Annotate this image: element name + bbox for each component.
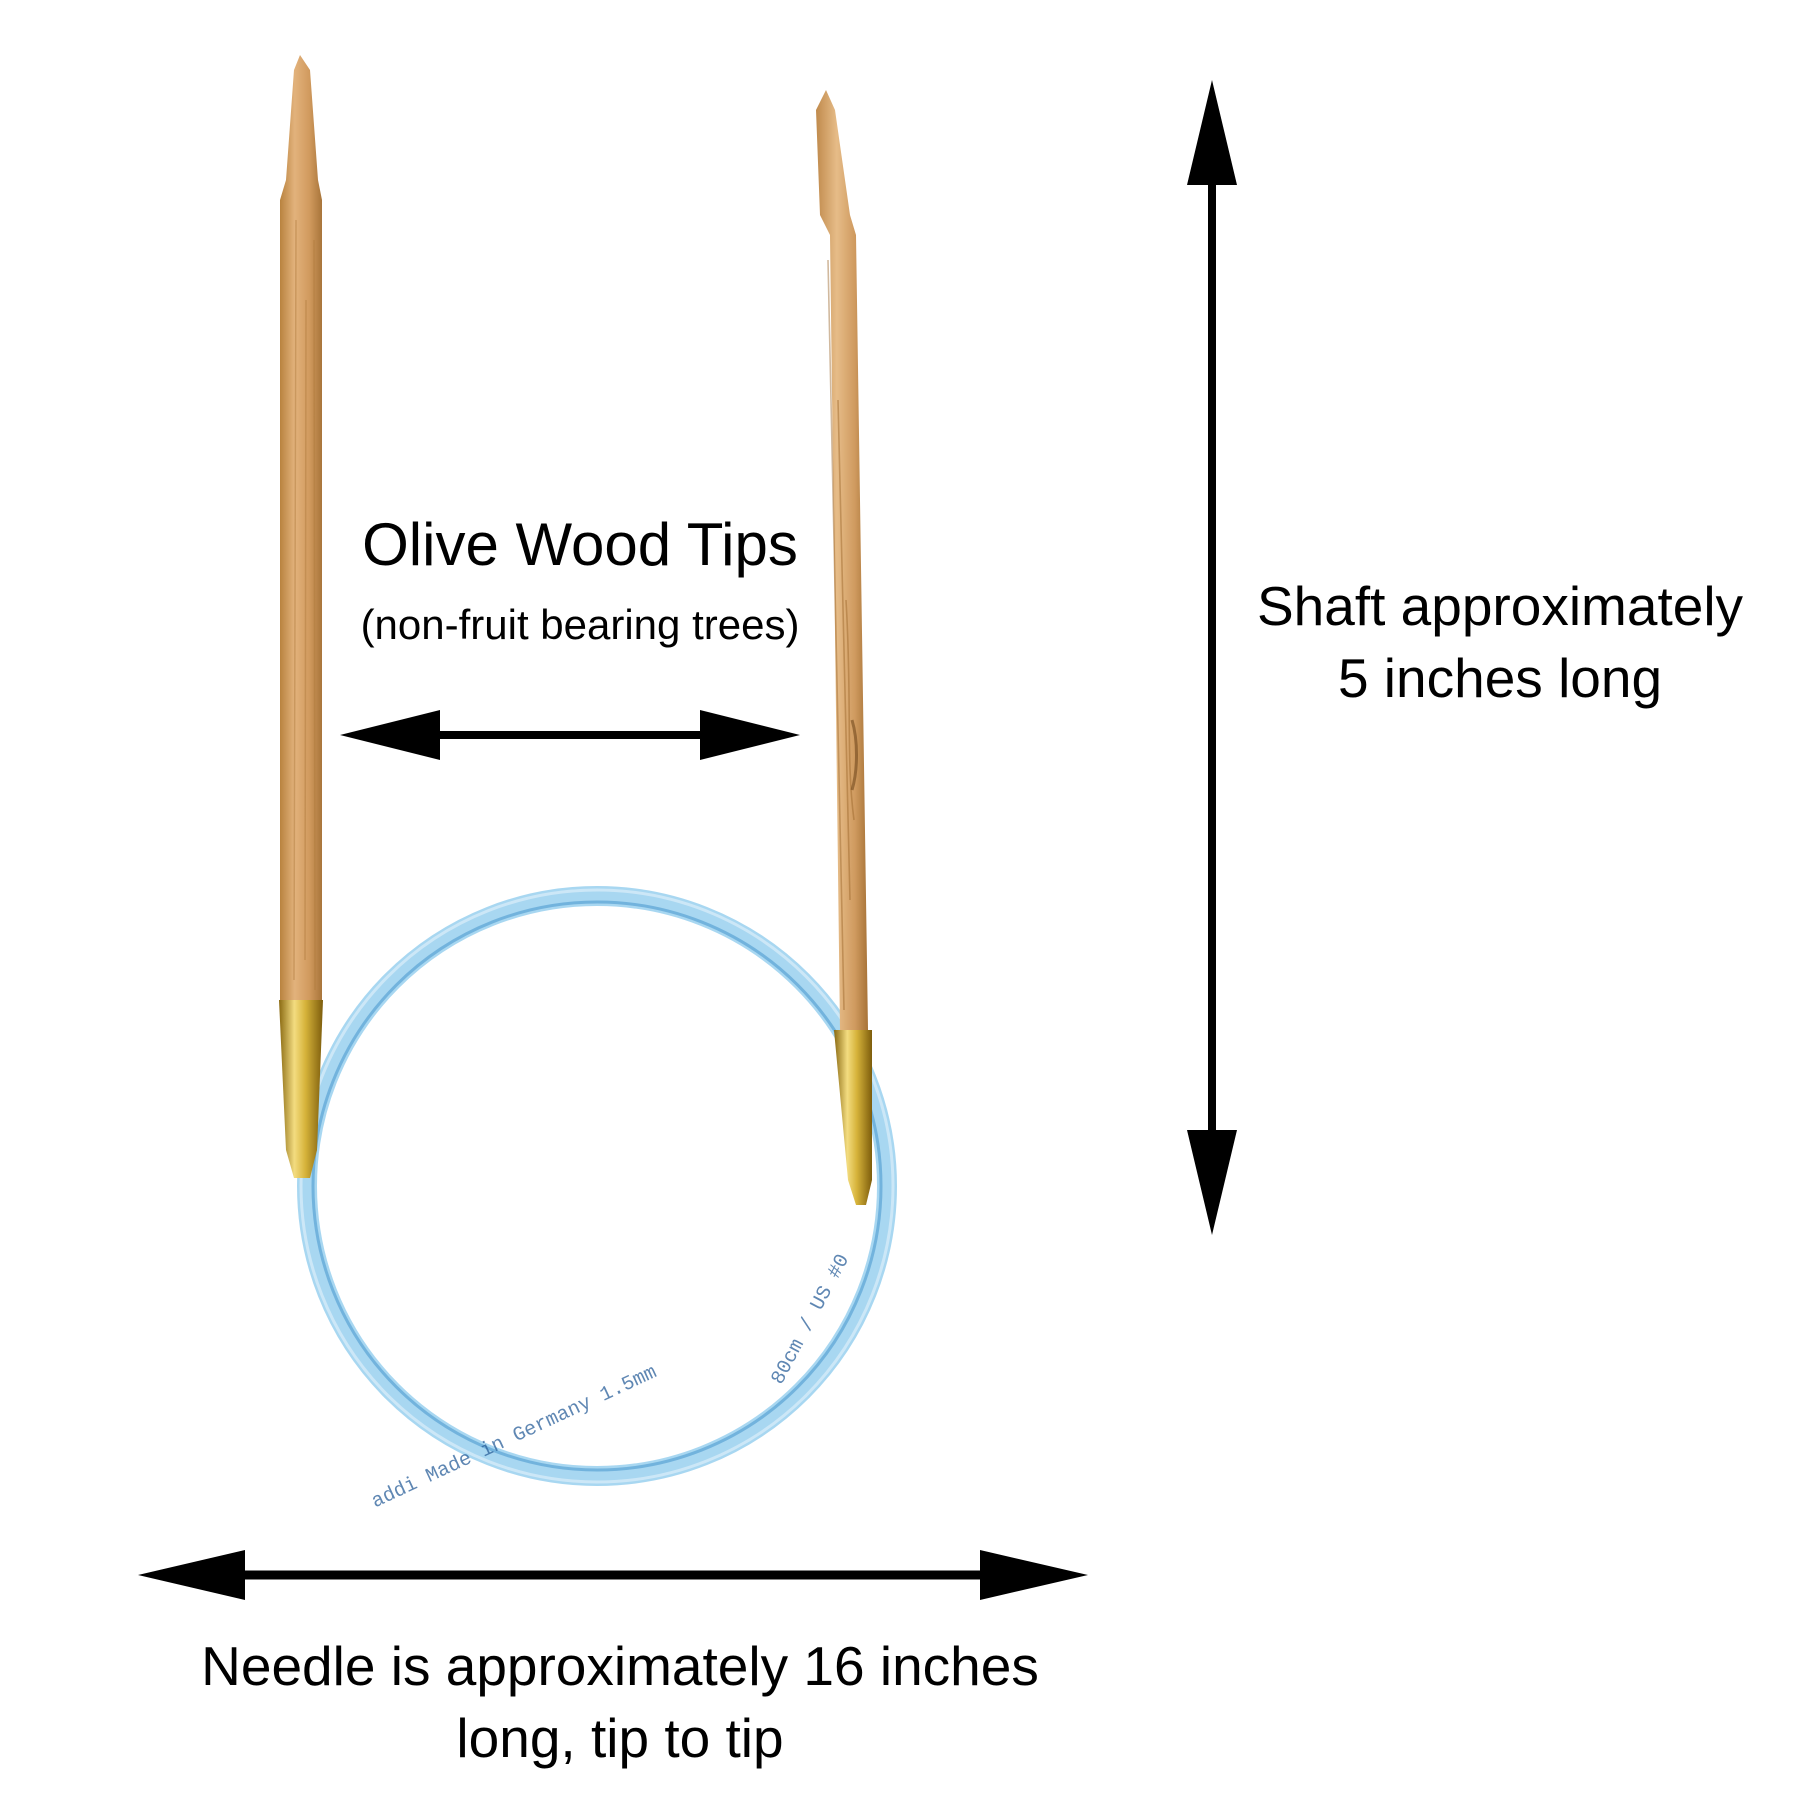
right-needle-brass-connector — [834, 1030, 872, 1205]
needle-arrow-left-head — [138, 1550, 245, 1600]
needle-label-line2: long, tip to tip — [456, 1707, 784, 1769]
tips-arrow-left-head — [340, 710, 440, 760]
needle-length-label: Needle is approximately 16 inches long, … — [100, 1630, 1140, 1774]
cable-loop-highlight — [311, 900, 883, 1472]
cable-loop-inner-edge — [299, 888, 895, 1484]
tips-arrow-right-head — [700, 710, 800, 760]
right-needle-wood-tip — [816, 90, 868, 1030]
shaft-label-line2: 5 inches long — [1337, 647, 1663, 709]
right-needle — [816, 90, 872, 1205]
shaft-arrow-top-head — [1187, 80, 1237, 185]
left-needle-brass-connector — [279, 1000, 323, 1178]
left-needle-grain — [293, 219, 316, 991]
shaft-length-arrow — [1187, 80, 1237, 1235]
tips-subtitle: (non-fruit bearing trees) — [360, 601, 800, 648]
shaft-length-label: Shaft approximately 5 inches long — [1220, 570, 1780, 714]
needle-length-arrow — [138, 1550, 1088, 1600]
tips-width-arrow — [340, 710, 800, 760]
right-needle-knot — [850, 719, 858, 791]
tips-title: Olive Wood Tips — [362, 511, 798, 578]
right-needle-grain — [827, 259, 855, 1011]
cable-print-left: addi Made in Germany 1.5mm — [368, 1361, 661, 1514]
cable: addi Made in Germany 1.5mm 80cm / US #0 — [297, 886, 897, 1514]
cable-loop — [297, 886, 897, 1486]
needle-arrow-right-head — [980, 1550, 1088, 1600]
shaft-label-line1: Shaft approximately — [1256, 575, 1744, 637]
left-needle-wood-tip — [280, 55, 322, 1000]
shaft-arrow-bottom-head — [1187, 1130, 1237, 1235]
needle-label-line1: Needle is approximately 16 inches — [201, 1635, 1039, 1697]
left-needle — [279, 55, 323, 1178]
